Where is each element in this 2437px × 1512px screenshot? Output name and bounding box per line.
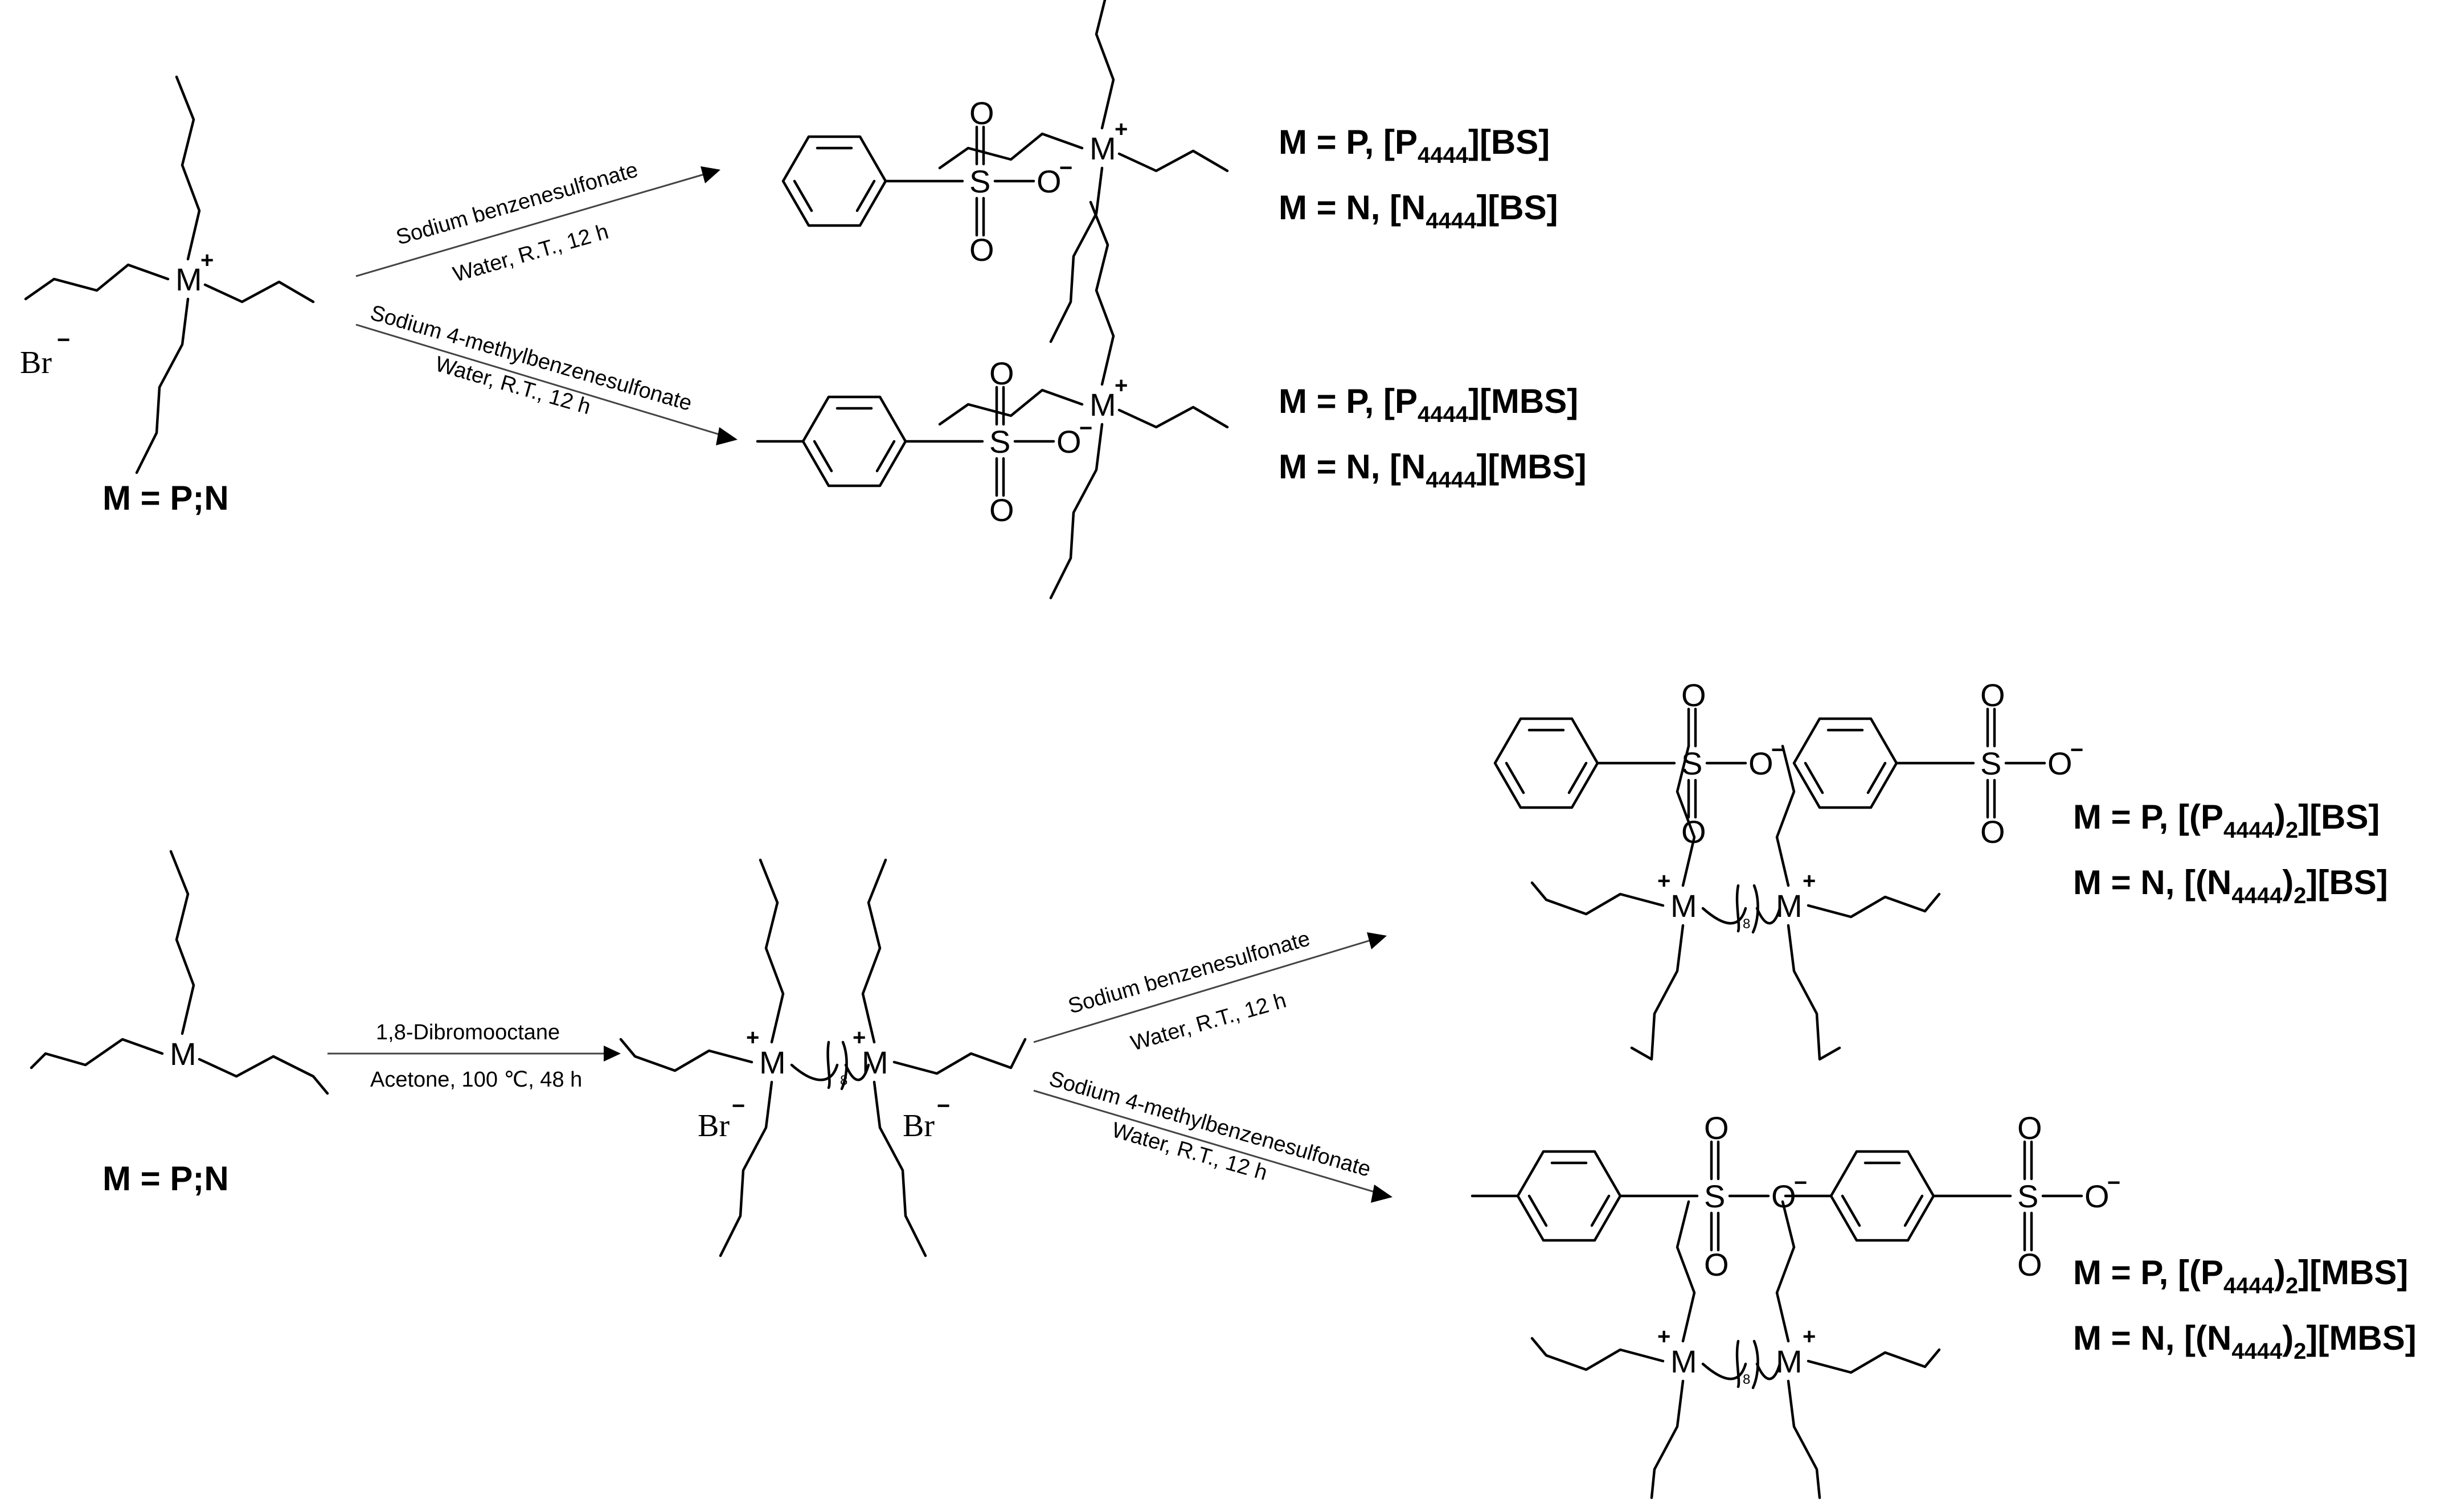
label-n4444-mbs: M = N, [N4444][MBS] (1279, 448, 1587, 493)
bottom-bs-anion-2: S O O O − (1794, 677, 2083, 850)
cation-charge: + (1803, 1324, 1816, 1349)
oxygen-atom-bottom: O (1704, 1247, 1729, 1282)
oxygen-atom-bottom: O (1980, 814, 2005, 850)
sulfur-atom: S (2017, 1178, 2038, 1214)
sulfur-atom: S (969, 163, 990, 199)
cation-charge: + (1115, 117, 1128, 142)
bottom-reactant-label: M = P;N (103, 1159, 229, 1198)
oxygen-atom-top: O (969, 95, 994, 131)
anion-charge: − (1794, 1170, 1807, 1195)
label-n4444-2-bs: M = N, [(N4444)2][BS] (2073, 863, 2388, 908)
oxygen-atom-top: O (989, 355, 1014, 391)
oxide-atom: O (1748, 745, 1774, 781)
arrow-quaternization: 1,8-Dibromooctane Acetone, 100 ℃, 48 h (327, 1021, 621, 1092)
metal-atom: M (170, 1036, 196, 1072)
metal-atom: M (1670, 888, 1697, 924)
bottom-mbs-anion-2: S O O O − (1785, 1110, 2120, 1282)
reagent-quaternization: 1,8-Dibromooctane (376, 1021, 560, 1044)
sulfur-atom: S (989, 424, 1010, 460)
bottom-mbs-dication: M + 8 M + (1530, 1200, 1941, 1499)
metal-atom: M (1090, 387, 1116, 423)
arrow-bottom-bs: Sodium benzenesulfonate Water, R.T., 12 … (1033, 927, 1387, 1056)
oxygen-atom-top: O (2017, 1110, 2042, 1146)
bottom-bs-anion-1: S O O O − (1495, 677, 1784, 850)
cation-charge: + (200, 248, 214, 273)
oxygen-atom-bottom: O (2017, 1247, 2042, 1282)
octyl-chain-index: 8 (1743, 1372, 1750, 1387)
anion-charge: − (1079, 416, 1092, 441)
cation-charge: + (746, 1025, 759, 1050)
metal-atom: M (1776, 1343, 1803, 1379)
cation-charge: + (853, 1025, 866, 1050)
metal-atom: M (1776, 888, 1803, 924)
bromide-counterion: Br (903, 1108, 935, 1144)
label-p4444-bs: M = P, [P4444][BS] (1279, 123, 1550, 168)
anion-charge: − (2107, 1170, 2120, 1195)
cation-charge: + (1115, 373, 1128, 398)
bromide-charge: − (937, 1093, 950, 1118)
bromide-counterion: Br (20, 345, 52, 380)
oxide-atom: O (1056, 424, 1082, 460)
metal-atom: M (175, 261, 202, 297)
top-bromide: Br − (20, 327, 70, 380)
cation-charge: + (1803, 868, 1816, 894)
octyl-chain-index: 8 (840, 1073, 847, 1088)
bottom-reactant: M (30, 850, 329, 1095)
bromide-charge: − (732, 1093, 745, 1118)
sulfur-atom: S (1980, 745, 2001, 781)
octyl-chain-index: 8 (1743, 916, 1750, 932)
label-p4444-2-mbs: M = P, [(P4444)2][MBS] (2073, 1253, 2408, 1298)
oxide-atom: O (1037, 163, 1062, 199)
dication-intermediate: M + 8 M + Br − Br − (619, 858, 1027, 1257)
label-p4444-mbs: M = P, [P4444][MBS] (1279, 382, 1578, 427)
metal-atom: M (759, 1044, 786, 1080)
arrow-bottom-mbs: Sodium 4-methylbenzenesulfonate Water, R… (1033, 1067, 1392, 1203)
conditions-top-bs: Water, R.T., 12 h (450, 220, 611, 287)
top-reactant: M + (26, 77, 313, 473)
label-n4444-bs: M = N, [N4444][BS] (1279, 189, 1558, 233)
metal-atom: M (1670, 1343, 1697, 1379)
conditions-quaternization: Acetone, 100 ℃, 48 h (370, 1068, 582, 1092)
sulfur-atom: S (1704, 1178, 1725, 1214)
arrow-top-bs: Sodium benzenesulfonate Water, R.T., 12 … (355, 158, 720, 287)
anion-charge: − (2070, 737, 2083, 763)
top-reactant-label: M = P;N (103, 479, 229, 517)
top-mbs-cation: M + (940, 202, 1227, 598)
oxygen-atom-bottom: O (969, 232, 994, 268)
oxygen-atom-top: O (1980, 677, 2005, 713)
top-mbs-anion: S O O O − (757, 355, 1092, 528)
cation-charge: + (1657, 1324, 1670, 1349)
oxygen-atom-bottom: O (989, 492, 1014, 528)
top-bs-cation: M + (940, 0, 1227, 342)
oxide-atom: O (2047, 745, 2073, 781)
label-n4444-2-mbs: M = N, [(N4444)2][MBS] (2073, 1319, 2416, 1364)
anion-charge: − (1059, 155, 1072, 181)
bottom-bs-dication: M + 8 M + (1530, 744, 1941, 1061)
oxygen-atom-top: O (1704, 1110, 1729, 1146)
arrow-top-mbs: Sodium 4-methylbenzenesulfonate Water, R… (355, 301, 738, 445)
cation-charge: + (1657, 868, 1670, 894)
bromide-counterion: Br (698, 1108, 730, 1144)
metal-atom: M (862, 1044, 888, 1080)
top-bs-anion: S O O O − (783, 95, 1072, 268)
oxide-atom: O (2084, 1178, 2110, 1214)
oxygen-atom-top: O (1681, 677, 1706, 713)
anion-charge: − (1771, 737, 1784, 763)
conditions-bottom-bs: Water, R.T., 12 h (1128, 989, 1289, 1056)
label-p4444-2-bs: M = P, [(P4444)2][BS] (2073, 798, 2379, 843)
bromide-charge: − (57, 327, 70, 353)
metal-atom: M (1090, 130, 1116, 166)
bottom-mbs-anion-1: S O O O − (1472, 1110, 1807, 1282)
